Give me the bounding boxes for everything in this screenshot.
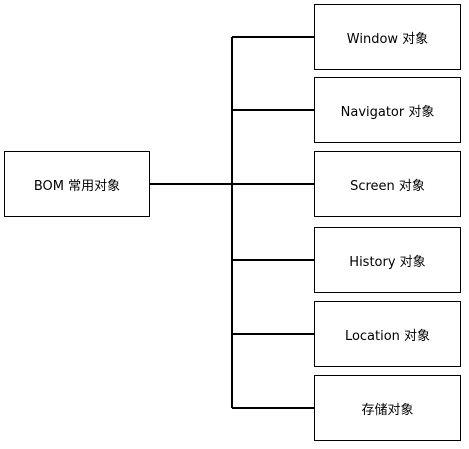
child-node-navigator: Navigator 对象 (314, 77, 461, 143)
child-node-label: Location 对象 (344, 328, 431, 344)
child-node-label: Window 对象 (346, 31, 429, 47)
child-node-label: Screen 对象 (350, 178, 425, 194)
child-node-location: Location 对象 (314, 301, 461, 367)
child-node-window: Window 对象 (314, 4, 461, 70)
child-node-screen: Screen 对象 (314, 151, 461, 217)
child-node-label: Navigator 对象 (340, 104, 435, 120)
child-node-storage: 存储对象 (314, 375, 461, 441)
child-node-label: History 对象 (349, 254, 426, 270)
child-node-history: History 对象 (314, 227, 461, 293)
root-node-label: BOM 常用对象 (33, 178, 121, 194)
child-node-label: 存储对象 (361, 402, 414, 418)
root-node-bom: BOM 常用对象 (4, 151, 150, 217)
